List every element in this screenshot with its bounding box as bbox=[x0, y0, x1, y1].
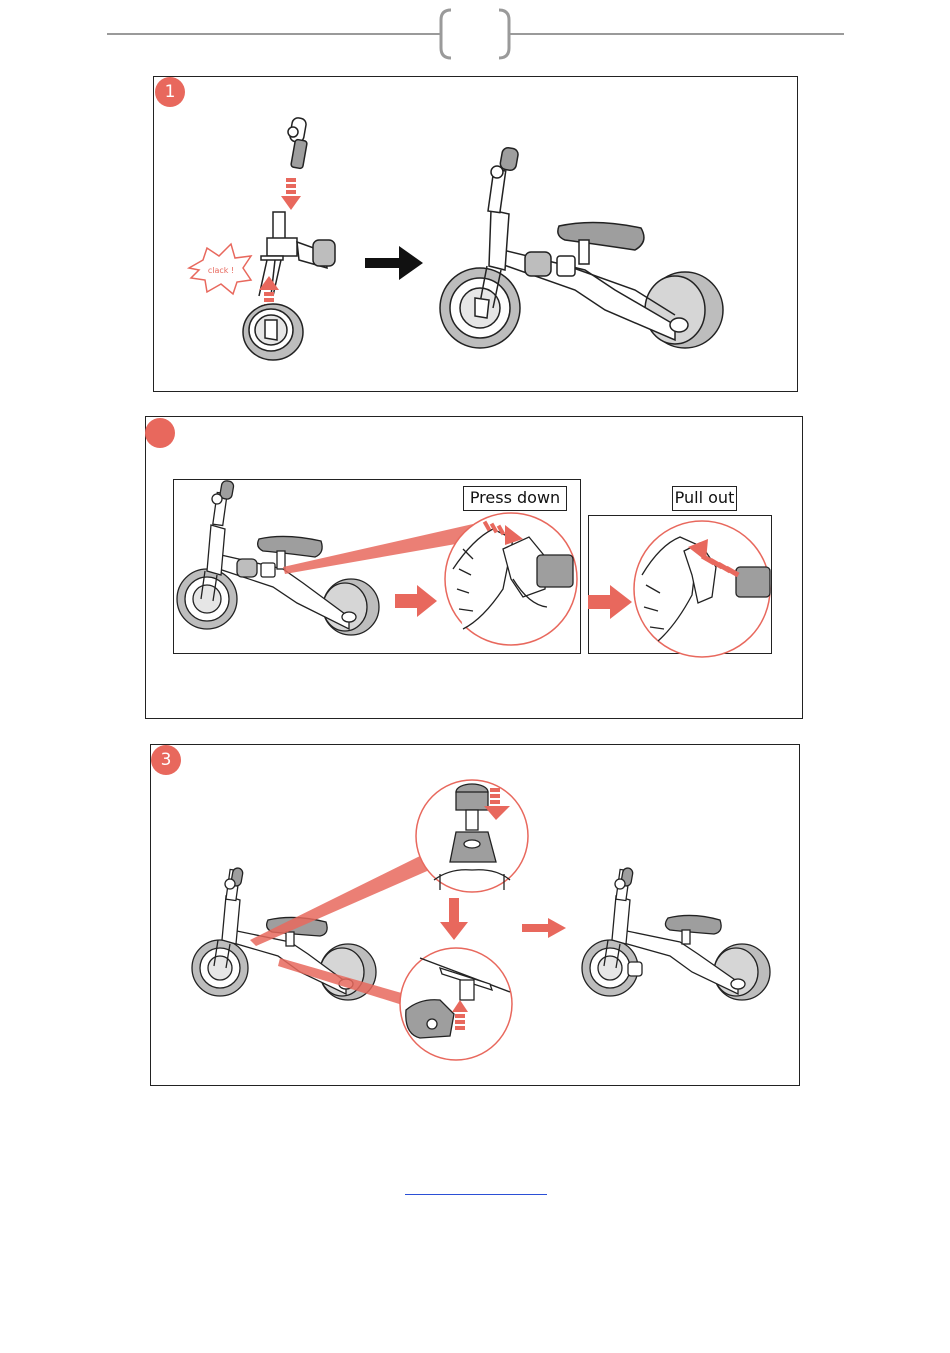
header-rule-right bbox=[510, 33, 844, 35]
step-1-badge: 1 bbox=[155, 77, 185, 107]
header-rule-left bbox=[107, 33, 440, 35]
step-2-bike-illustration bbox=[173, 479, 581, 654]
footer-link[interactable] bbox=[405, 1180, 547, 1195]
clack-callout: clack ! bbox=[208, 266, 234, 275]
step-2-badge bbox=[145, 418, 175, 448]
pull-out-label: Pull out bbox=[672, 486, 737, 511]
step-3-illustration bbox=[150, 744, 800, 1086]
page-number-bracket bbox=[435, 8, 515, 60]
front-fork-assembly-illustration: clack ! bbox=[185, 110, 345, 370]
assembled-bike-illustration bbox=[435, 140, 735, 360]
pull-out-zoom-illustration bbox=[588, 515, 772, 654]
black-arrow-icon bbox=[365, 244, 425, 284]
